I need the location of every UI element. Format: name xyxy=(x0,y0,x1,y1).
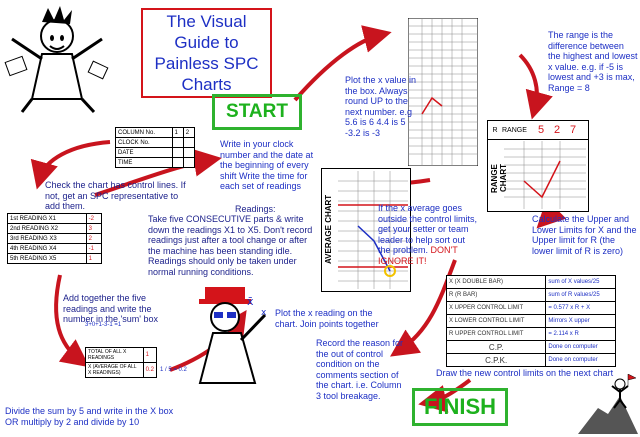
plot-value-grid xyxy=(408,18,478,166)
reading-label: 4th READING X4 xyxy=(7,243,87,254)
note-x-average: If the x average goes outside the contro… xyxy=(378,203,478,267)
limits-table: X (X DOUBLE BAR)sum of X values/25 R (R … xyxy=(445,275,616,367)
limit-label: R (R BAR) xyxy=(445,288,547,302)
arrow-8 xyxy=(390,259,457,357)
arrow-10 xyxy=(418,378,472,413)
header-row-label: CLOCK No. xyxy=(115,137,173,148)
note-readings: Take five CONSECUTIVE parts & write down… xyxy=(148,214,313,277)
page-title: The Visual Guide to Painless SPC Charts xyxy=(141,8,272,98)
average-chart-panel: AVERAGE CHART xyxy=(321,168,411,292)
range-sub: RANGE xyxy=(502,126,527,134)
note-divide: Divide the sum by 5 and write in the X b… xyxy=(5,406,174,427)
reading-value: 2 xyxy=(85,233,103,244)
svg-text:x̄: x̄ xyxy=(247,295,254,308)
mountain-climber-illustration xyxy=(578,374,638,434)
reading-label: 3rd READING X3 xyxy=(7,233,87,244)
arrow-6 xyxy=(518,53,553,120)
sum-label: TOTAL OF ALL X READINGS xyxy=(85,347,144,363)
header-row-label: DATE xyxy=(115,147,173,158)
limit-value: Done on computer xyxy=(545,353,616,367)
note-range-def: The range is the difference between the … xyxy=(548,30,638,93)
average-chart-label: AVERAGE CHART xyxy=(324,194,333,264)
sum-value: 1 xyxy=(142,347,158,363)
range-chart-label: RANGE CHART xyxy=(490,164,508,193)
stressed-man-illustration xyxy=(4,6,109,114)
header-col: 1 xyxy=(171,127,184,138)
reading-label: 5th READING X5 xyxy=(7,253,87,264)
header-col: 2 xyxy=(182,127,196,138)
arrow-3 xyxy=(54,274,90,368)
note-calc-limits: Calculate the Upper and Lower Limits for… xyxy=(532,214,637,256)
average-label: X (AVERAGE OF ALL X READINGS) xyxy=(85,362,144,378)
arrow-5 xyxy=(293,25,392,102)
reading-value: -2 xyxy=(85,213,103,224)
note-control-lines: Check the chart has control lines. If no… xyxy=(45,180,186,212)
arrow-1 xyxy=(30,140,111,190)
limit-value: Done on computer xyxy=(545,340,616,354)
professor-illustration: x̄ x xyxy=(198,287,267,384)
reading-value: 1 xyxy=(85,253,103,264)
limit-label: R UPPER CONTROL LIMIT xyxy=(445,327,547,341)
reading-value: 3 xyxy=(85,223,103,234)
dont-ignore-text: DON'T IGNORE IT! xyxy=(378,245,458,266)
limit-label: X (X DOUBLE BAR) xyxy=(445,275,547,289)
note-plot-x-reading: Plot the x reading on the chart. Join po… xyxy=(275,308,379,329)
reading-value: -1 xyxy=(85,243,103,254)
header-row-label: TIME xyxy=(115,157,173,168)
range-panel: R RANGE 5 2 7 RANGE CHART xyxy=(487,120,589,212)
note-draw-limits: Draw the new control limits on the next … xyxy=(436,368,614,378)
limit-value: sum of R values/25 xyxy=(545,288,616,302)
limit-label: X UPPER CONTROL LIMIT xyxy=(445,301,547,315)
average-value: 0.2 xyxy=(142,362,158,378)
limit-label: C.P. xyxy=(445,340,547,354)
note-add-together: Add together the five readings and write… xyxy=(63,293,158,325)
svg-text:x: x xyxy=(261,308,267,318)
limit-label: X LOWER CONTROL LIMIT xyxy=(445,314,547,328)
header-row-label: COLUMN No. xyxy=(115,127,173,138)
readings-heading: Readings: xyxy=(235,204,276,214)
limit-value: Mirrors X upper xyxy=(545,314,616,328)
divide-equation: 1 / 5 = 0.2 xyxy=(160,367,187,373)
note-record-reason: Record the reason for the out of control… xyxy=(316,338,404,401)
range-value: 5 xyxy=(538,124,545,136)
reading-label: 2nd READING X2 xyxy=(7,223,87,234)
arrow-2 xyxy=(94,148,222,197)
note-plot-value: Plot the x value in the box. Always roun… xyxy=(345,75,417,138)
limit-value: = 2.114 x R xyxy=(545,327,616,341)
start-label: START xyxy=(212,94,302,130)
reading-label: 1st READING X1 xyxy=(7,213,87,224)
x-average-text: If the x average goes outside the contro… xyxy=(378,203,478,256)
limit-label: C.P.K. xyxy=(445,353,547,367)
range-label: R xyxy=(492,126,498,134)
range-value: 7 xyxy=(570,124,577,136)
limit-value: sum of X values/25 xyxy=(545,275,616,289)
range-value: 2 xyxy=(554,124,561,136)
finish-label: FINISH xyxy=(412,388,508,426)
note-write-clock: Write in your clock number and the date … xyxy=(220,139,314,192)
sum-equation: 3+0+1-3-1 =1 xyxy=(85,322,122,328)
limit-value: = 0.577 x R + X xyxy=(545,301,616,315)
